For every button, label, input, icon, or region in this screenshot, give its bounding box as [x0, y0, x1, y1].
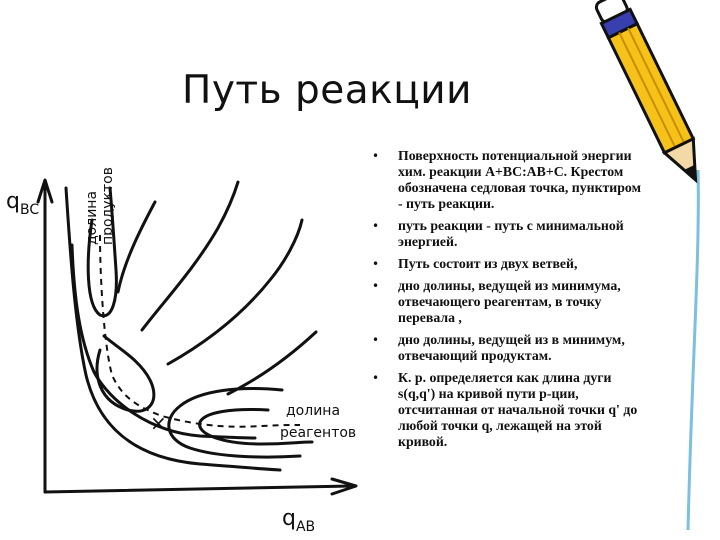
bullet-item: • К. р. определяется как длина дуги s(q,…: [372, 370, 638, 449]
y-axis-label: q: [6, 189, 20, 214]
contour-reagents-loop-inner: [198, 408, 314, 446]
x-axis-subscript: AB: [296, 519, 315, 535]
x-axis: [43, 484, 354, 494]
x-axis-label: q: [282, 506, 296, 531]
svg-text:продуктов: продуктов: [100, 167, 116, 245]
x-axis-arrow: [330, 477, 358, 496]
contour-arc-1: [116, 200, 157, 294]
potential-energy-diagram: × qBC qAB долина продуктов долина реаген…: [6, 167, 358, 535]
svg-text:реагентов: реагентов: [280, 425, 356, 441]
contour-arc-4: [226, 330, 318, 396]
bullet-item: •дно долины, ведущей из минимума, отвеча…: [372, 278, 621, 325]
saddle-point-marker: ×: [150, 411, 167, 435]
bullet-marker: •: [372, 257, 380, 271]
reaction-path: [99, 234, 301, 428]
y-axis-arrow: [36, 178, 54, 204]
contour-left-inner: [95, 334, 156, 413]
bullet-item: •Путь состоит из двух ветвей,: [372, 256, 578, 271]
bullet-item: • путь реакции - путь с минимальной энер…: [372, 218, 624, 249]
bullet-marker: •: [372, 279, 380, 293]
svg-text:qAB: qAB: [282, 506, 315, 535]
y-axis-subscript: BC: [20, 202, 39, 218]
slide-title: Путь реакции: [182, 68, 472, 113]
svg-text:qBC: qBC: [6, 189, 39, 218]
contour-arc-3: [166, 218, 304, 366]
reagents-valley-label: долина реагентов: [280, 403, 356, 441]
bullet-list: •Поверхность потенциальной энергии хим. …: [372, 148, 647, 456]
bullet-item: •Поверхность потенциальной энергии хим. …: [372, 148, 641, 211]
bullet-marker: •: [372, 333, 380, 347]
contour-products-loop: [86, 186, 118, 318]
contour-left-2: [70, 243, 257, 440]
bullet-item: •дно долины, ведущей из в минимум, отвеч…: [372, 332, 625, 363]
svg-text:долина: долина: [286, 403, 340, 419]
bullet-marker: •: [372, 371, 380, 385]
bullet-marker: •: [372, 149, 380, 163]
contour-arc-2: [140, 180, 240, 332]
contour-reagents-loop-outer: [167, 387, 302, 459]
products-valley-label: долина продуктов: [84, 167, 116, 245]
svg-text:долина: долина: [84, 191, 100, 245]
pencil-icon: [594, 0, 700, 531]
bullet-marker: •: [372, 219, 380, 233]
